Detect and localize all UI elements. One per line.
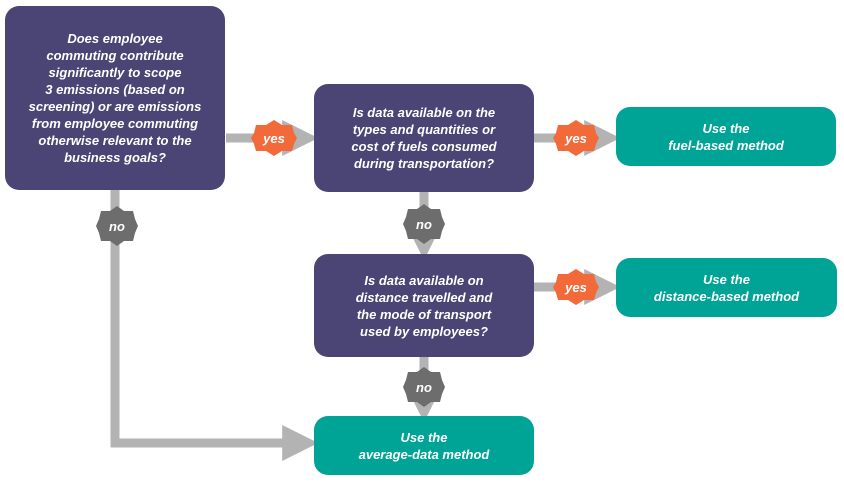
yes-badge-shape [251, 120, 297, 156]
no-label: no [109, 218, 125, 234]
yes-label: yes [565, 130, 587, 146]
result-distance-based-method: Use the distance-based method [616, 258, 837, 317]
question-employee-commuting: Does employee commuting contribute signi… [5, 6, 225, 190]
yes-badge-shape [553, 120, 599, 156]
no-label: no [416, 379, 432, 395]
no-badge-shape [96, 206, 138, 246]
no-badge-shape [403, 367, 445, 407]
result-fuel-based-method: Use the fuel-based method [616, 107, 836, 166]
yes-badge-q3: yes [552, 268, 600, 306]
no-badge-q1: no [95, 205, 139, 247]
yes-badge-q2: yes [552, 119, 600, 157]
no-badge-q2: no [402, 203, 446, 245]
result-average-data-method: Use the average-data method [314, 416, 534, 475]
question-distance-data: Is data available on distance travelled … [314, 254, 534, 357]
yes-label: yes [565, 279, 587, 295]
connector-q1-to-average [110, 190, 319, 461]
yes-badge-q1: yes [250, 119, 298, 157]
question-fuel-data: Is data available on the types and quant… [314, 84, 534, 192]
no-badge-q3: no [402, 366, 446, 408]
yes-badge-shape [553, 269, 599, 305]
yes-label: yes [263, 130, 285, 146]
no-badge-shape [403, 204, 445, 244]
no-label: no [416, 216, 432, 232]
